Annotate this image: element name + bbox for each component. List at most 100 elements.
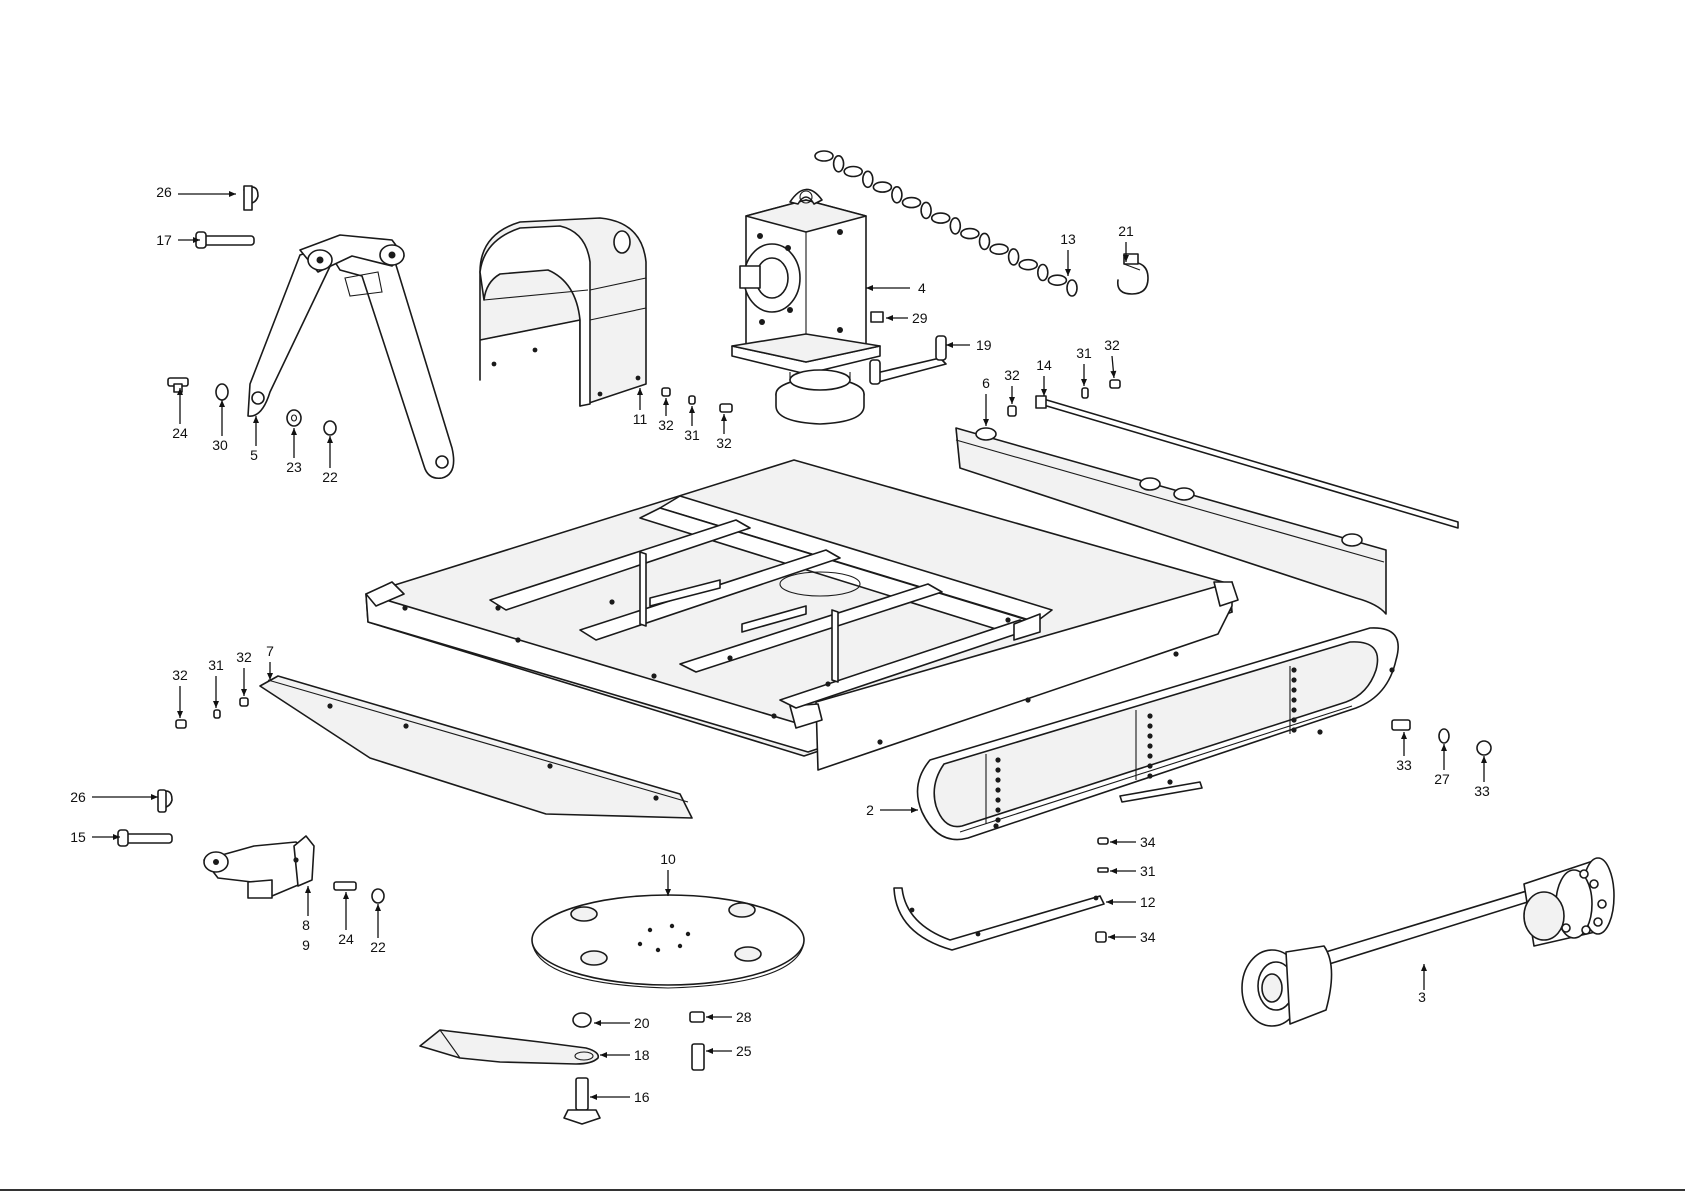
callout-arrowhead <box>1110 868 1117 874</box>
callout-label-18: 18 <box>634 1047 650 1063</box>
chain-link <box>1009 249 1019 265</box>
callout-arrowhead <box>706 1048 713 1054</box>
skid-hole <box>995 807 1000 812</box>
callout-label-7: 7 <box>266 643 274 659</box>
callout-label-3: 3 <box>1418 989 1426 1005</box>
chain-link <box>1019 260 1037 270</box>
callout-label-9: 9 <box>302 937 310 953</box>
callout-arrowhead <box>1108 934 1115 940</box>
callout-arrowhead <box>1009 397 1015 404</box>
callout-label-6: 6 <box>982 375 990 391</box>
callout-label-32: 32 <box>236 649 252 665</box>
skid-hole <box>1147 743 1152 748</box>
callout-label-33: 33 <box>1474 783 1490 799</box>
callout-label-13: 13 <box>1060 231 1076 247</box>
callout-label-22: 22 <box>370 939 386 955</box>
callout-label-32: 32 <box>658 417 674 433</box>
callout-arrowhead <box>1441 744 1447 751</box>
chain-link <box>873 182 891 192</box>
chain-link <box>990 244 1008 254</box>
callout-label-16: 16 <box>634 1089 650 1105</box>
callout-label-31: 31 <box>684 427 700 443</box>
callout-arrowhead <box>253 416 259 423</box>
skid-hole <box>995 767 1000 772</box>
callout-label-32: 32 <box>1004 367 1020 383</box>
skid-hole <box>1291 717 1296 722</box>
chain-link <box>1038 265 1048 281</box>
callout-label-15: 15 <box>70 829 86 845</box>
skid-hole <box>1291 667 1296 672</box>
callout-arrowhead <box>911 807 918 813</box>
callout-arrowhead <box>1065 269 1071 276</box>
pin-link-19 <box>870 336 946 384</box>
callout-arrowhead <box>151 794 158 800</box>
skid-hole <box>1147 773 1152 778</box>
callout-arrowhead <box>213 701 219 708</box>
callout-label-28: 28 <box>736 1009 752 1025</box>
callout-arrowhead <box>866 285 873 291</box>
skid-hole <box>995 757 1000 762</box>
callout-label-20: 20 <box>634 1015 650 1031</box>
callout-label-34: 34 <box>1140 834 1156 850</box>
bottom-rule <box>0 1189 1685 1191</box>
callout-label-21: 21 <box>1118 223 1134 239</box>
callout-label-26: 26 <box>156 184 172 200</box>
callout-label-2: 2 <box>866 802 874 818</box>
callout-arrowhead <box>1041 389 1047 396</box>
callout-label-29: 29 <box>912 310 928 326</box>
chain-link <box>892 187 902 203</box>
callout-label-12: 12 <box>1140 894 1156 910</box>
callout-label-24: 24 <box>172 425 188 441</box>
chain-link <box>980 233 990 249</box>
callout-arrowhead <box>721 414 727 421</box>
callout-label-5: 5 <box>250 447 258 463</box>
skid-hole <box>1291 677 1296 682</box>
chain-link <box>834 156 844 172</box>
callout-label-14: 14 <box>1036 357 1052 373</box>
skid-hole <box>995 797 1000 802</box>
skid-hole <box>1147 723 1152 728</box>
skid-hole <box>1147 763 1152 768</box>
skid-hole <box>1291 707 1296 712</box>
callout-label-34: 34 <box>1140 929 1156 945</box>
skid-hole <box>995 787 1000 792</box>
skid-hole <box>1147 733 1152 738</box>
callout-arrowhead <box>177 711 183 718</box>
gearbox <box>732 189 880 424</box>
callout-label-10: 10 <box>660 851 676 867</box>
callout-arrowhead <box>1421 964 1427 971</box>
skid-hole <box>1147 753 1152 758</box>
callout-label-4: 4 <box>918 280 926 296</box>
skid-strap-12 <box>894 888 1104 950</box>
chain-link <box>903 198 921 208</box>
callout-arrowhead <box>1401 732 1407 739</box>
shackle <box>1118 254 1148 294</box>
gearbox-guard <box>480 218 646 406</box>
callout-arrowhead <box>600 1052 607 1058</box>
callout-label-32: 32 <box>1104 337 1120 353</box>
chain-link <box>844 167 862 177</box>
callout-arrowhead <box>1106 899 1113 905</box>
callout-arrowhead <box>327 436 333 443</box>
callout-label-11: 11 <box>633 411 648 427</box>
skid-hole <box>995 817 1000 822</box>
callout-arrowhead <box>594 1020 601 1026</box>
skid-hole <box>1147 713 1152 718</box>
callout-arrowhead <box>1481 756 1487 763</box>
callout-arrowhead <box>375 904 381 911</box>
callout-arrowhead <box>219 400 225 407</box>
callout-label-31: 31 <box>1140 863 1156 879</box>
callout-arrowhead <box>946 342 953 348</box>
skid-hole <box>995 777 1000 782</box>
callout-arrowhead <box>886 315 893 321</box>
chain-link <box>863 171 873 187</box>
callout-arrowhead <box>983 419 989 426</box>
callout-arrowhead <box>590 1094 597 1100</box>
callout-arrowhead <box>343 892 349 899</box>
callout-label-31: 31 <box>208 657 224 673</box>
callout-label-32: 32 <box>172 667 188 683</box>
callout-label-24: 24 <box>338 931 354 947</box>
callout-arrowhead <box>706 1014 713 1020</box>
blade-18 <box>420 1030 598 1064</box>
